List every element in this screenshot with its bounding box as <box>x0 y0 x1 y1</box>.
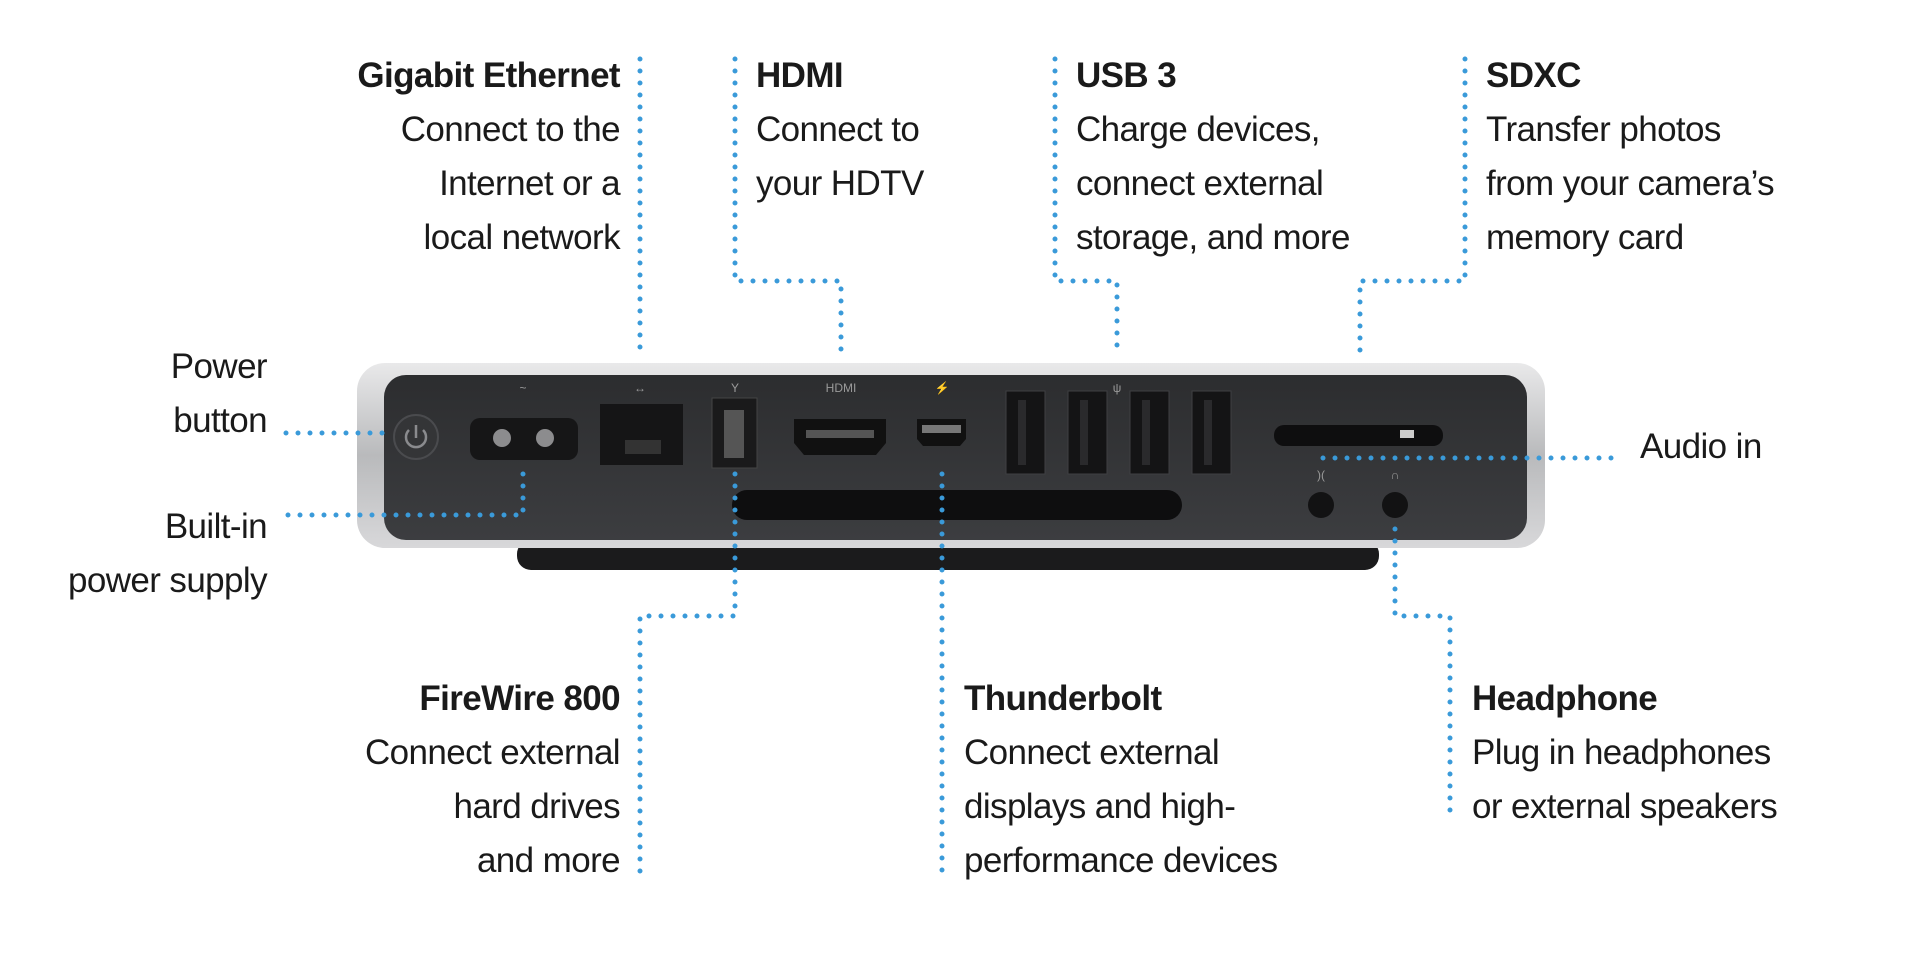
sdxc-leader <box>1357 56 1468 354</box>
ethernet-contacts <box>625 440 661 454</box>
callout-text: Connect external <box>964 733 1220 772</box>
callout-heading: HDMI <box>756 56 844 95</box>
power-icon <box>404 425 428 449</box>
firewire-port-icon: Y <box>731 381 739 395</box>
callout-heading: Thunderbolt <box>964 679 1162 718</box>
socket-pin <box>536 429 554 447</box>
callout-text: storage, and more <box>1076 218 1350 257</box>
callout-text: Transfer photos <box>1486 110 1721 149</box>
callout-hdmi: HDMI Connect to your HDTV <box>756 49 924 211</box>
ethernet-port-icon: ↔ <box>634 381 646 395</box>
hdmi-leader <box>732 56 844 354</box>
callout-text: from your camera’s <box>1486 164 1775 203</box>
callout-heading: Headphone <box>1472 679 1658 718</box>
callout-power-supply: Built-in power supply <box>67 500 268 608</box>
ethernet-port <box>600 404 683 465</box>
callout-heading: Gigabit Ethernet <box>357 56 620 95</box>
usb-port-icon: ψ <box>1113 381 1122 395</box>
callout-power-button: Power button <box>170 340 268 448</box>
callout-text: Internet or a <box>439 164 621 203</box>
callout-text: connect external <box>1076 164 1324 203</box>
mac-mini-device: )( ∩ ~ ↔ Y HDMI ⚡ ψ <box>357 363 1545 570</box>
headphone-leader <box>1392 526 1453 822</box>
callout-text: and more <box>476 841 621 880</box>
callout-text: hard drives <box>453 787 620 826</box>
firewire-contacts <box>724 410 744 458</box>
callout-text: memory card <box>1486 218 1684 257</box>
callout-text: performance devices <box>964 841 1278 880</box>
power-supply-leader <box>283 471 526 518</box>
callout-text: Charge devices, <box>1076 110 1321 149</box>
usb-ports <box>1005 390 1232 475</box>
callout-usb3: USB 3 Charge devices, connect external s… <box>1076 49 1350 265</box>
hdmi-contacts <box>806 430 874 438</box>
callout-text: Plug in headphones <box>1472 733 1771 772</box>
callout-thunderbolt: Thunderbolt Connect external displays an… <box>964 672 1278 888</box>
hdmi-port-icon: HDMI <box>826 381 857 395</box>
callout-text: Power <box>170 347 268 386</box>
callout-audio-in: Audio in <box>1640 420 1762 474</box>
sdxc-indicator <box>1400 430 1414 438</box>
headphone-icon: ∩ <box>1391 468 1400 482</box>
leader-lines <box>283 56 1618 879</box>
callout-heading: USB 3 <box>1076 56 1177 95</box>
callout-text: your HDTV <box>756 164 924 203</box>
callout-text: Built-in <box>164 507 268 546</box>
sdxc-slot <box>1274 425 1443 446</box>
callout-heading: FireWire 800 <box>419 679 620 718</box>
callout-text: displays and high- <box>964 787 1236 826</box>
callout-headphone: Headphone Plug in headphones or external… <box>1472 672 1778 834</box>
headphone-jack <box>1382 492 1408 518</box>
audio-in-jack <box>1308 492 1334 518</box>
callout-text: local network <box>423 218 621 257</box>
audio-in-icon: )( <box>1317 468 1325 482</box>
firewire-leader <box>637 471 738 879</box>
usb3-leader <box>1052 56 1120 354</box>
callout-text: Audio in <box>1640 427 1762 466</box>
callout-sdxc: SDXC Transfer photos from your camera’s … <box>1486 49 1775 265</box>
power-socket <box>470 418 578 460</box>
callout-text: Connect to the <box>400 110 621 149</box>
callout-firewire-800: FireWire 800 Connect external hard drive… <box>364 672 621 888</box>
thunderbolt-contacts <box>922 425 961 433</box>
vent-grille <box>732 490 1182 520</box>
socket-pin <box>493 429 511 447</box>
callout-text: or external speakers <box>1472 787 1778 826</box>
thunderbolt-port-icon: ⚡ <box>935 381 950 395</box>
callout-text: button <box>173 401 267 440</box>
callout-heading: SDXC <box>1486 56 1581 95</box>
callout-text: Connect external <box>364 733 621 772</box>
callout-text: Connect to <box>756 110 920 149</box>
callout-gigabit-ethernet: Gigabit Ethernet Connect to the Internet… <box>357 49 620 265</box>
power-port-icon: ~ <box>519 381 526 395</box>
callout-text: power supply <box>67 561 268 600</box>
